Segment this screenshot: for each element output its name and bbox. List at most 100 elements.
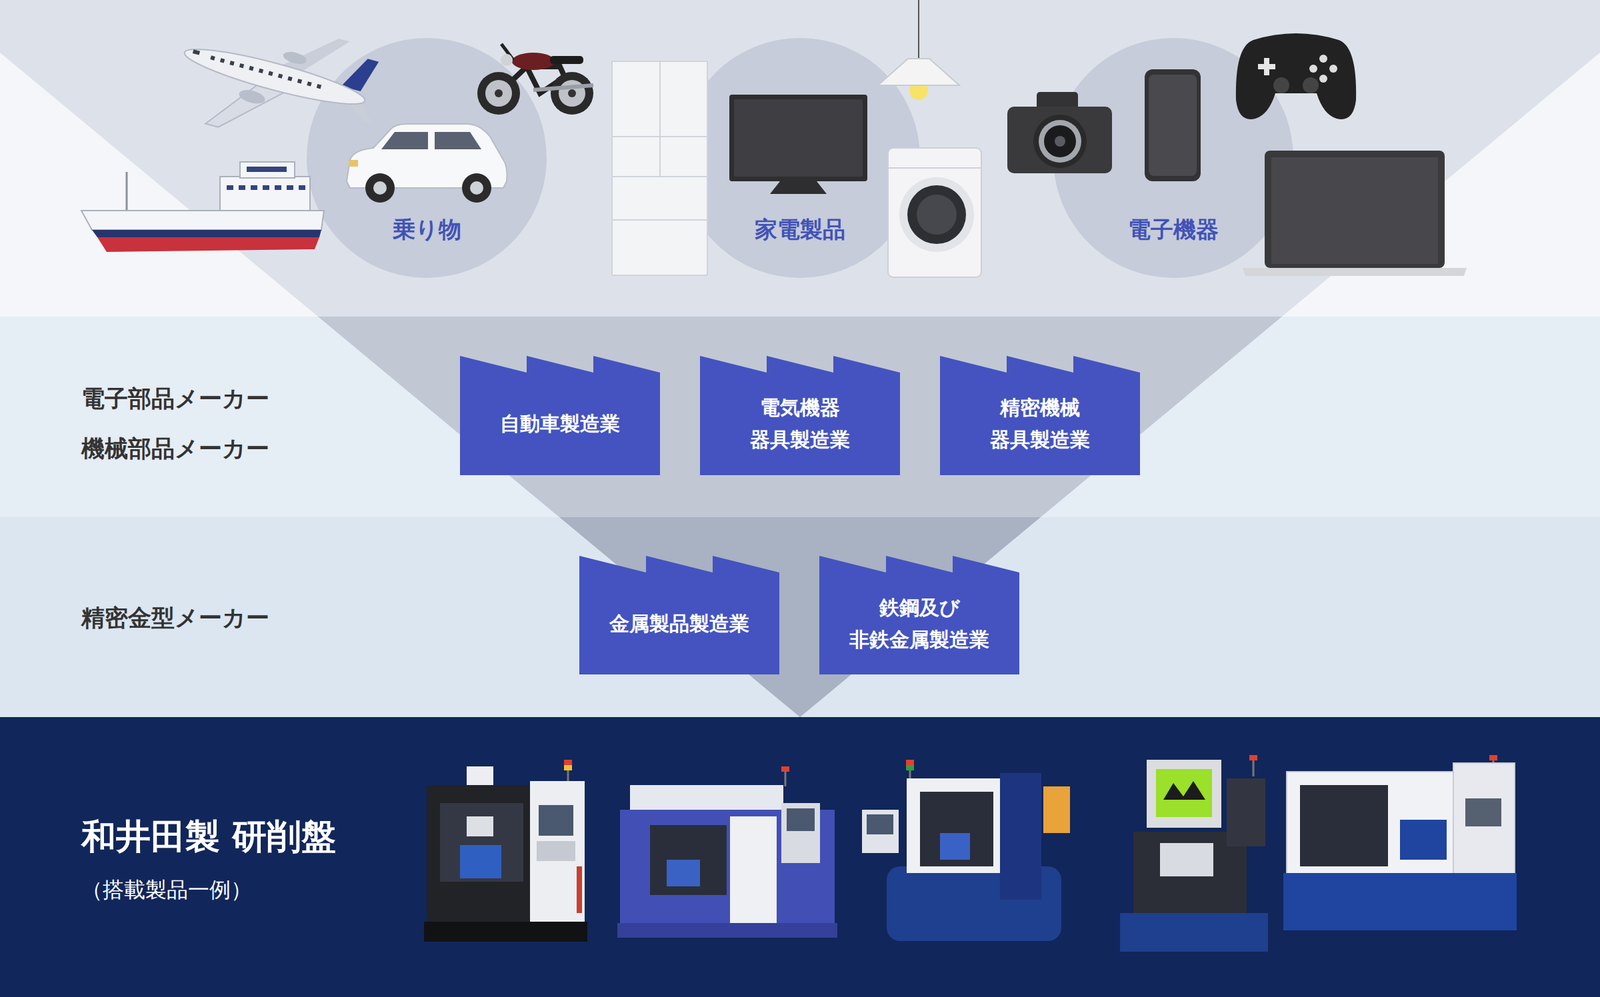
- motorbike-illustration-part: [550, 72, 594, 115]
- motorbike-illustration-part: [500, 54, 513, 66]
- gamepad-illustration-part: [1273, 77, 1290, 94]
- grinder-machine-5-part: [1465, 798, 1502, 827]
- industry-box: 金属製品製造業: [579, 556, 780, 675]
- industry-label: 金属製品製造業: [607, 608, 752, 640]
- phone-illustration: [1144, 69, 1201, 182]
- grinder-machine-1-part: [466, 766, 494, 786]
- motorbike-illustration-part: [494, 89, 503, 98]
- grinder-machine-5: [1283, 755, 1517, 931]
- grinder-machine-5-part: [1283, 873, 1517, 931]
- airplane-illustration-part: [340, 98, 377, 124]
- grinder-machine-1-part: [530, 781, 585, 927]
- lamp-illustration-part: [878, 58, 960, 86]
- category-label: 乗り物: [392, 214, 462, 244]
- airplane-illustration-part: [282, 50, 308, 67]
- category-circle: 乗り物: [306, 38, 547, 278]
- gamepad-illustration-part: [1319, 74, 1328, 83]
- tv-illustration-part: [770, 181, 827, 194]
- grinder-machine-2-part: [781, 803, 820, 864]
- motorbike-illustration-part: [550, 56, 584, 64]
- motorbike-illustration-part: [501, 44, 514, 60]
- grinder-machine-4-part: [1146, 760, 1222, 828]
- airplane-illustration-part-part: [287, 76, 292, 81]
- car-illustration-part: [346, 124, 507, 188]
- lamp-illustration-part: [909, 81, 928, 100]
- grinder-machine-1-part: [424, 922, 588, 942]
- camera-illustration-part: [1007, 106, 1112, 174]
- ship-illustration-part-part: [246, 166, 287, 172]
- lamp-illustration-part: [918, 0, 920, 59]
- grinder-machine-4-part: [1133, 832, 1247, 914]
- grinder-machine-2-part: [730, 816, 777, 924]
- washer-illustration-part: [888, 148, 982, 278]
- camera-illustration-part: [1036, 92, 1078, 114]
- car-illustration: [346, 124, 507, 203]
- category-circle: 家電製品: [680, 38, 920, 278]
- ship-illustration: [81, 162, 324, 252]
- ship-illustration-part-part: [226, 185, 234, 190]
- grinder-machine-2-part: [784, 766, 787, 787]
- band-fill: [0, 316, 1600, 518]
- grinder-machine-1-part: [576, 866, 582, 914]
- airplane-illustration-part-part: [306, 81, 312, 86]
- industry-label: 精密機械 器具製造業: [968, 392, 1112, 456]
- grinder-machine-5-part: [1453, 763, 1515, 876]
- ship-illustration-part-part: [298, 185, 306, 190]
- fridge-illustration: [612, 61, 708, 276]
- circle-fill: [306, 38, 547, 278]
- ship-illustration-part-part: [250, 185, 258, 190]
- industry-box: 電気機器 器具製造業: [700, 356, 900, 476]
- motorbike-illustration-part: [558, 80, 586, 107]
- airplane-illustration-part-part: [220, 58, 225, 63]
- ship-illustration-part: [226, 166, 306, 190]
- car-illustration-part: [365, 173, 395, 203]
- laptop-illustration-part: [1271, 157, 1438, 264]
- grinder-machine-2-part: [786, 808, 815, 832]
- motorbike-illustration-part: [477, 72, 520, 115]
- maker-label: 電子部品メーカー: [81, 374, 270, 424]
- camera-illustration-part: [1038, 120, 1082, 163]
- grinder-machine-5-part: [1286, 772, 1487, 876]
- gamepad-illustration-part: [1236, 33, 1356, 120]
- airplane-illustration-part-part: [268, 71, 273, 76]
- industry-label: 鉄鋼及び 非鉄金属製造業: [847, 592, 992, 656]
- grinder-machine-4-part: [1160, 843, 1214, 877]
- ship-illustration-part: [126, 172, 128, 212]
- camera-illustration-part: [1033, 114, 1087, 168]
- airplane-illustration-part-part: [248, 66, 254, 71]
- motorbike-illustration-part: [533, 85, 594, 90]
- funnel-section: [318, 316, 1282, 518]
- band-fill: [0, 717, 1600, 997]
- grinder-machine-4-part: [1156, 769, 1212, 818]
- gamepad-illustration-part: [1264, 58, 1270, 76]
- washer-illustration-part: [907, 185, 966, 244]
- grinder-machine-4-part: [1252, 755, 1255, 777]
- ship-illustration-part: [81, 210, 324, 230]
- motorbike-illustration-part: [485, 80, 512, 107]
- grinder-machine-1: [424, 760, 588, 942]
- fridge-illustration-part: [659, 61, 661, 137]
- tv-illustration-part: [729, 94, 868, 182]
- airplane-illustration-part-part: [192, 49, 200, 55]
- factory-outline: [579, 556, 780, 675]
- laptop-illustration-part: [1242, 268, 1467, 276]
- fridge-illustration-part: [612, 176, 708, 178]
- ship-illustration-part: [220, 176, 310, 212]
- grinder-machine-5-part: [1400, 820, 1447, 860]
- fridge-illustration-part: [612, 136, 708, 138]
- maker-label: 機械部品メーカー: [81, 424, 270, 474]
- grinder-machine-2-part: [781, 766, 790, 772]
- grinder-machine-4-part: [1120, 913, 1268, 952]
- grinder-machine-1-part: [564, 760, 572, 766]
- airplane-illustration-part-part: [229, 60, 234, 66]
- airplane-illustration-part: [273, 24, 350, 86]
- airplane-illustration-part-part: [258, 68, 264, 74]
- factory-outline: [700, 356, 900, 476]
- lamp-illustration: [878, 0, 960, 100]
- grinder-machine-1-part: [567, 760, 570, 784]
- grinder-machine-1-part: [564, 765, 572, 771]
- gamepad-illustration: [1236, 33, 1356, 120]
- airplane-illustration-part: [237, 87, 266, 106]
